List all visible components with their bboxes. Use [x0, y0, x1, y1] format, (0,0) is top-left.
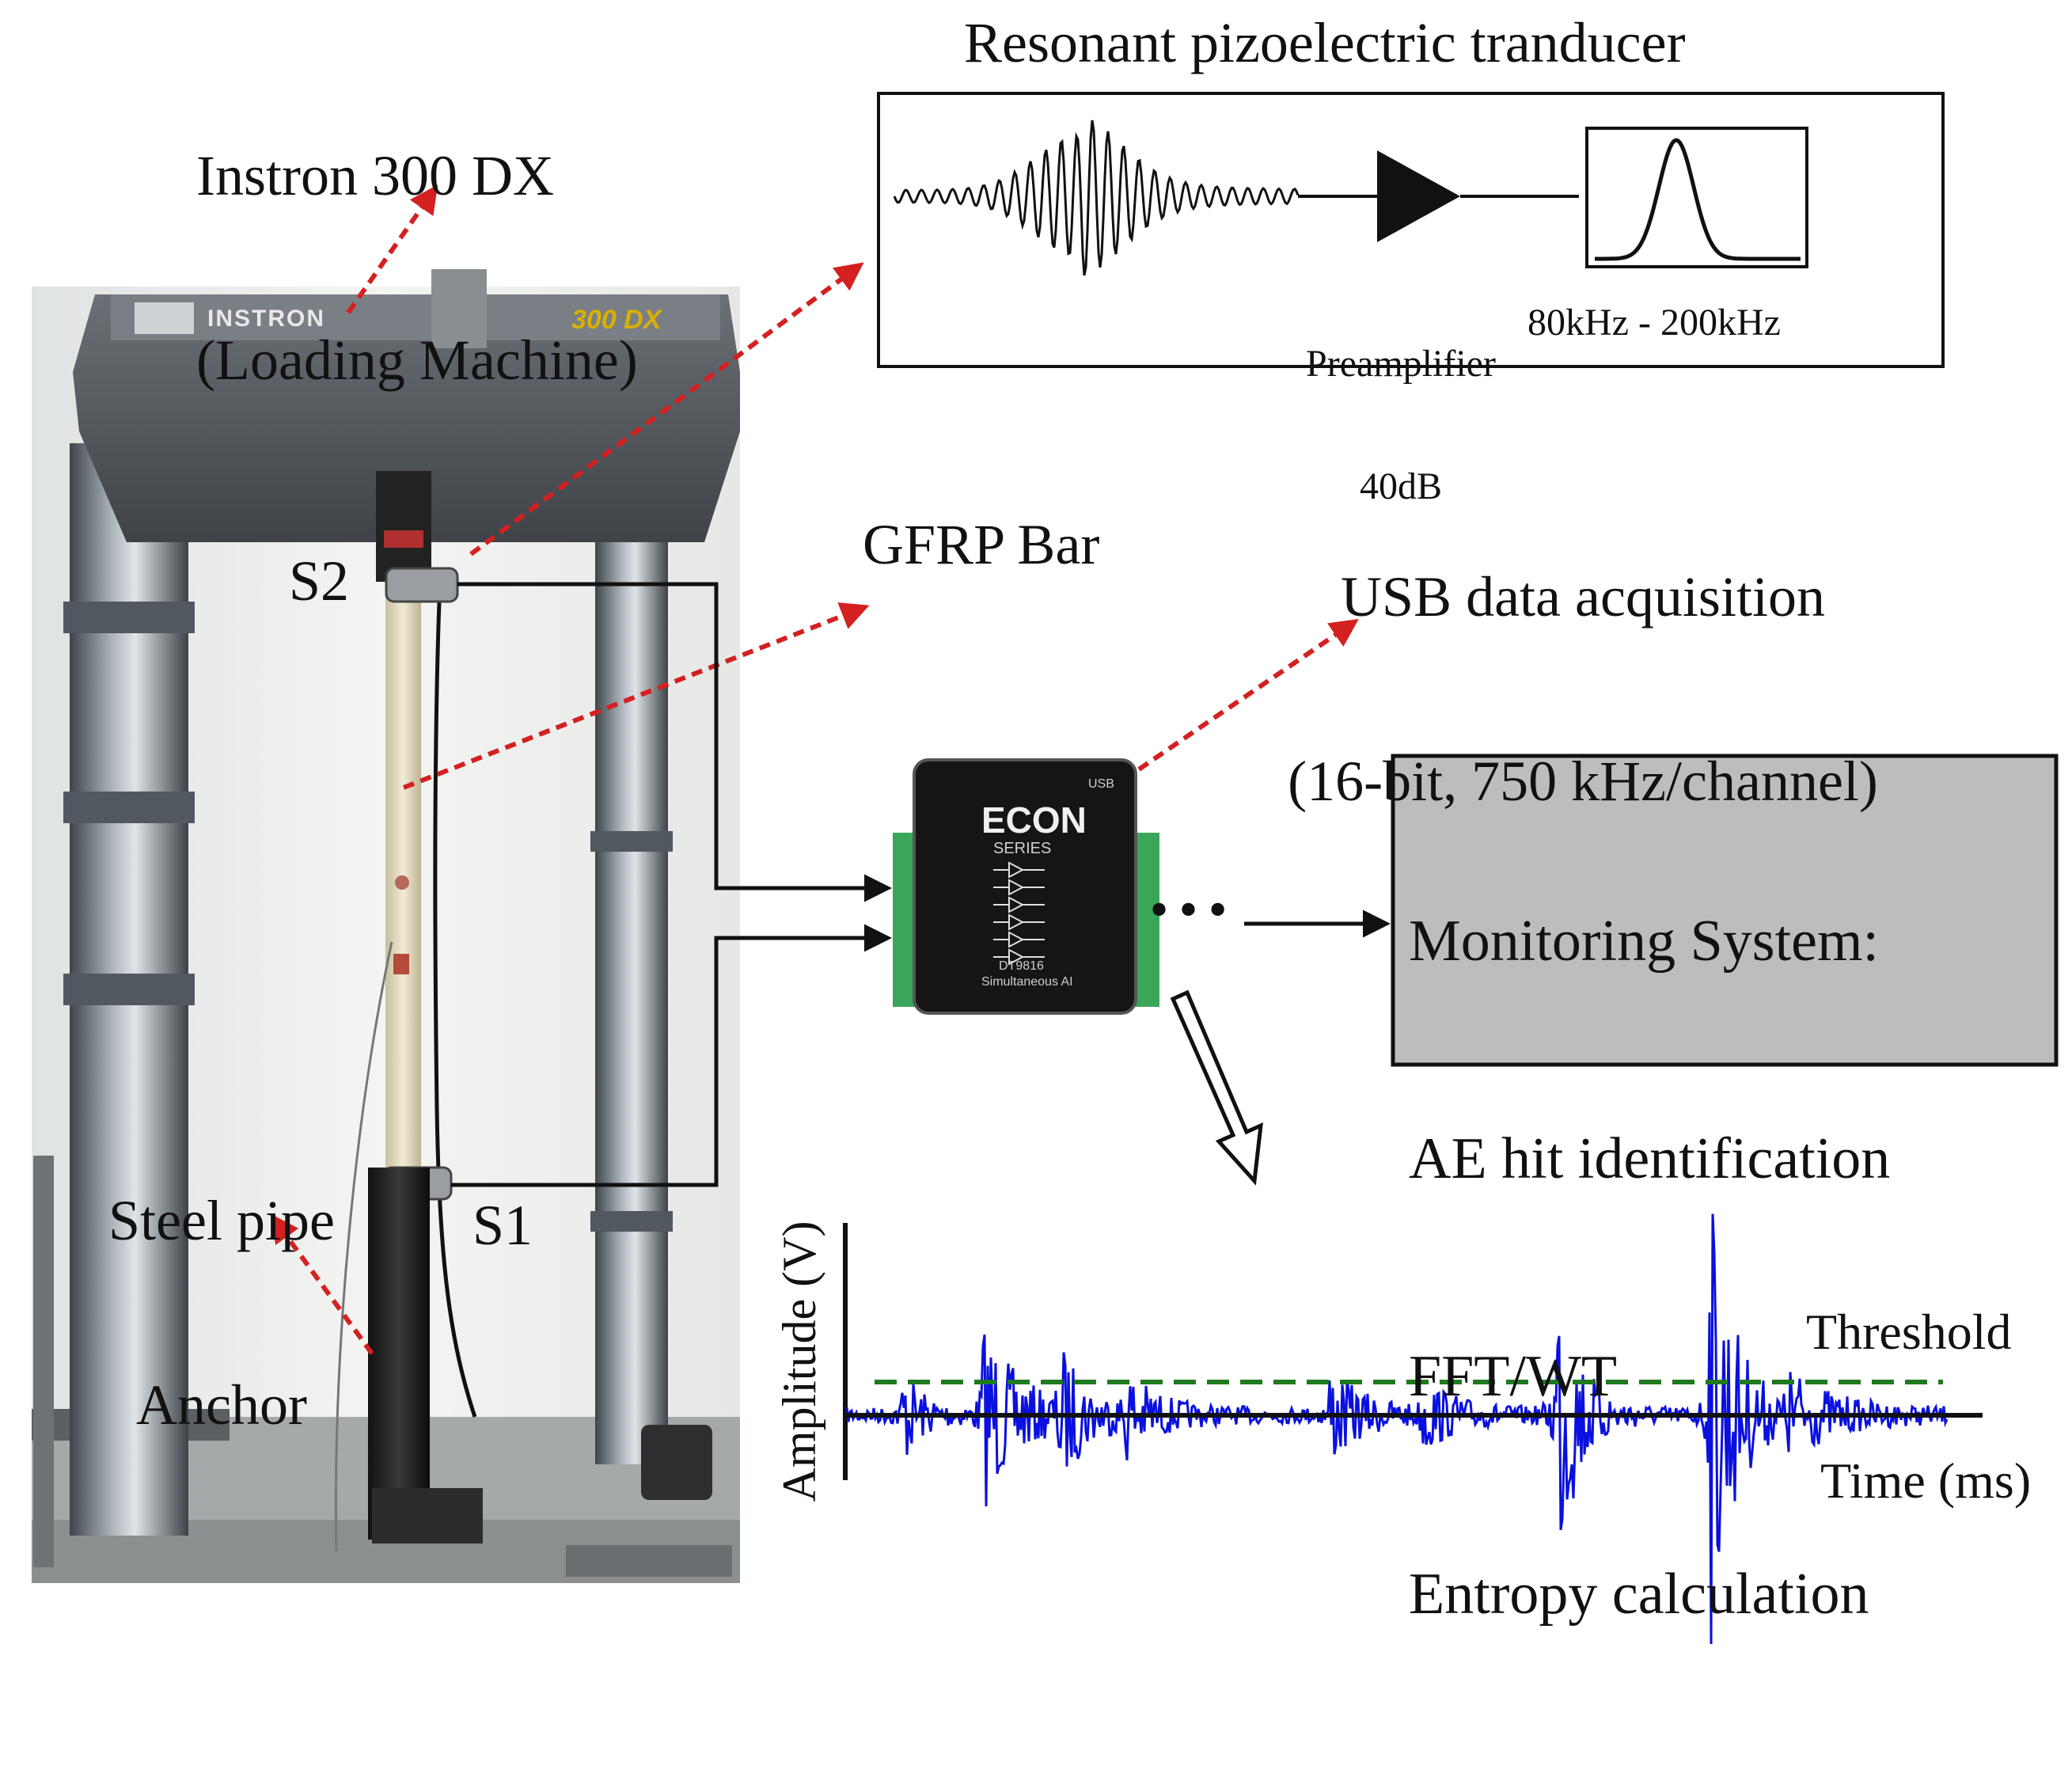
daq-brand: ECON — [981, 799, 1087, 841]
ae-burst-waveform — [893, 120, 1300, 276]
loading-machine-photo: INSTRON 300 DX — [32, 269, 740, 1583]
anchor-block — [372, 1488, 483, 1543]
preamplifier-symbol — [1377, 150, 1460, 242]
time-axis-label: Time (ms) — [1820, 1452, 2032, 1509]
instron-logo-mark — [135, 302, 194, 334]
monitoring-item-ae-hit: AE hit identification — [1409, 1126, 1891, 1191]
diagram-canvas: INSTRON 300 DX — [32, 92, 2059, 1645]
preamplifier-label: Preamplifier 40dB — [1266, 261, 1535, 590]
cable-s1 — [451, 924, 892, 1187]
daq-amplifier-icon — [993, 879, 1045, 896]
amplitude-axis-label: Amplitude (V) — [773, 1221, 825, 1502]
arrow-to-usb-label — [1122, 618, 1359, 782]
anchor-label-line2: Anchor — [136, 1373, 307, 1437]
daq-amplifier-icon — [993, 913, 1045, 931]
transducer-title: Resonant pizoelectric tranducer — [964, 11, 1686, 74]
base-label — [566, 1545, 732, 1577]
left-pillar-band — [63, 974, 195, 1005]
crosshead-top-strip — [111, 294, 720, 340]
threshold-label: Threshold — [1806, 1304, 2012, 1360]
right-pillar-band — [590, 831, 673, 852]
signal-cables — [451, 582, 1391, 1187]
filter-band-label: 80kHz - 200kHz — [1527, 302, 1781, 344]
instron-label-line1: Instron 300 DX — [196, 143, 554, 207]
crosshead — [73, 294, 740, 542]
monitoring-box — [1391, 754, 2059, 1067]
preamplifier-label-line1: Preamplifier — [1306, 342, 1496, 385]
daq-amplifier-icon — [993, 931, 1045, 948]
bandpass-curve — [1595, 138, 1801, 261]
hollow-down-arrow — [1170, 989, 1263, 1186]
monitoring-item-entropy: Entropy calculation — [1409, 1562, 1869, 1627]
ae-signal-plot: Amplitude (V) — [773, 1213, 1983, 1645]
left-pillar-band — [63, 602, 195, 633]
red-tape — [384, 530, 423, 548]
gfrp-bar-label: GFRP Bar — [863, 513, 1100, 576]
bar-stain — [395, 875, 409, 890]
left-screw-rod — [33, 1156, 54, 1567]
daq-amplifier-icon — [993, 861, 1045, 879]
preamplifier-label-line2: 40dB — [1359, 465, 1442, 508]
daq-amplifier-icon — [993, 948, 1045, 966]
right-pillar — [595, 514, 668, 1464]
left-pillar-band — [63, 792, 195, 823]
daq-usb: USB — [1088, 777, 1114, 791]
cable-s2 — [457, 582, 892, 902]
arrow-to-anchor-label — [270, 1213, 374, 1355]
sensor-s1-label: S1 — [472, 1194, 533, 1257]
instron-label-line2: (Loading Machine) — [196, 328, 638, 392]
daq-desc: Simultaneous AI — [981, 975, 1073, 989]
transducer-diagram — [877, 92, 1945, 368]
figure: INSTRON 300 DX — [32, 11, 2059, 1645]
sensor-s2-label: S2 — [289, 549, 350, 613]
ellipsis-dots: ••• — [1146, 886, 1235, 937]
grey-wire — [334, 941, 393, 1552]
usb-daq-label-line1: USB data acquisition — [1341, 564, 1825, 628]
daq-device[interactable]: ECON SERIES USB DT9816 Simultaneous AI — [893, 758, 1159, 1015]
usb-daq-label: USB data acquisition (16-bit, 750 kHz/ch… — [1211, 443, 1955, 936]
arrow-to-transducer — [469, 262, 864, 556]
instron-logo-text: INSTRON — [207, 306, 325, 332]
daq-series: SERIES — [993, 840, 1051, 857]
daq-amplifier-icons — [993, 861, 1045, 966]
arrow-to-gfrp-label — [402, 602, 870, 790]
bar-tag — [393, 954, 409, 974]
top-fitting — [431, 269, 487, 348]
usb-daq-label-line2: (16-bit, 750 kHz/channel) — [1288, 749, 1878, 813]
steel-pipe-anchor-label: Steel pipe Anchor — [79, 1067, 364, 1559]
instron-model-text: 300 DX — [571, 305, 663, 335]
sensor-wire-s2 — [433, 601, 477, 1418]
monitoring-system-text: Monitoring System: AE hit identification… — [1409, 760, 1890, 1777]
right-pillar-foot — [641, 1425, 712, 1500]
sensor-s2 — [385, 567, 459, 603]
upper-grip — [376, 471, 431, 582]
monitoring-item-fft-wt: FFT/WT — [1409, 1344, 1618, 1409]
daq-amplifier-icon — [993, 896, 1045, 913]
instron-label: Instron 300 DX (Loading Machine) — [196, 22, 638, 514]
steel-pipe-anchor — [368, 1168, 430, 1540]
right-pillar-band — [590, 1211, 673, 1232]
daq-model: DT9816 — [999, 959, 1044, 973]
monitoring-title: Monitoring System: — [1409, 908, 1880, 974]
gfrp-bar — [385, 582, 421, 1168]
callout-arrows — [270, 184, 1359, 1355]
anchor-label-line1: Steel pipe — [108, 1188, 335, 1252]
arrow-to-instron-label — [346, 184, 438, 314]
